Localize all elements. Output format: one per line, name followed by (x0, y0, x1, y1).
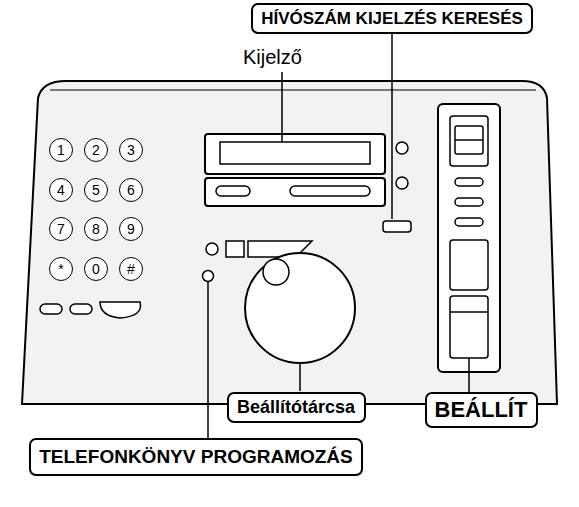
leader-line (207, 282, 209, 438)
leader-line (281, 72, 283, 142)
callout-label: HÍVÓSZÁM KIJELZÉS KERESÉS (261, 9, 523, 29)
keypad-key: 1 (49, 138, 73, 162)
body-top-edge (50, 89, 536, 90)
redial-key (100, 302, 141, 318)
callout-box: TELEFONKÖNYV PROGRAMOZÁS (29, 438, 363, 476)
key-label: 5 (92, 182, 100, 198)
callout-label: Beállítótárcsa (237, 397, 355, 418)
display-screen (220, 142, 370, 164)
key-label: 4 (57, 182, 65, 198)
keypad-key: 6 (119, 178, 143, 202)
panel-mid-button (450, 240, 488, 290)
machine-body (22, 81, 557, 404)
navigator-dial (245, 253, 355, 363)
leader-line (468, 358, 470, 392)
caller-id-search-button (383, 221, 411, 232)
key-label: # (127, 261, 135, 277)
key-label: 9 (127, 221, 135, 237)
leader-line (299, 363, 301, 391)
set-button-line (450, 311, 488, 313)
panel-top-inner (455, 126, 483, 154)
set-button (450, 296, 488, 358)
indicator-lamp (396, 142, 408, 154)
slot-small (216, 186, 250, 196)
callout-box: Beállítótárcsa (227, 392, 366, 423)
display-housing (205, 134, 385, 174)
small-key (40, 304, 62, 314)
keypad-key: 2 (84, 138, 108, 162)
key-label: * (58, 261, 63, 277)
callout-label: TELEFONKÖNYV PROGRAMOZÁS (39, 446, 353, 468)
dial-knob (263, 259, 289, 285)
key-label: 6 (127, 182, 135, 198)
keypad-key: 4 (49, 178, 73, 202)
key-label: 3 (127, 142, 135, 158)
handset-panel (438, 104, 500, 372)
panel-key (455, 198, 483, 206)
small-button (206, 243, 218, 255)
leader-line (391, 34, 393, 219)
keypad-key: * (49, 257, 73, 281)
panel-key (455, 218, 483, 226)
panel-key (455, 178, 483, 186)
panel-top-button (450, 116, 488, 166)
panel-top-divider (455, 139, 483, 141)
part-label: Kijelző (243, 46, 302, 69)
callout-box: HÍVÓSZÁM KIJELZÉS KERESÉS (251, 3, 533, 34)
key-label: 2 (92, 142, 100, 158)
square-button (226, 241, 244, 257)
key-label: 0 (92, 261, 100, 277)
keypad-key: # (119, 257, 143, 281)
keypad-key: 5 (84, 178, 108, 202)
keypad-key: 8 (84, 217, 108, 241)
phonebook-program-button (203, 271, 214, 282)
callout-label: BEÁLLÍT (435, 397, 528, 423)
slot-long (290, 186, 370, 196)
key-label: 8 (92, 221, 100, 237)
key-label: 7 (57, 221, 65, 237)
keypad-key: 7 (49, 217, 73, 241)
small-key (70, 304, 92, 314)
keypad-key: 3 (119, 138, 143, 162)
callout-box: BEÁLLÍT (425, 392, 538, 428)
document-slot-housing (205, 178, 385, 206)
indicator-lamp (396, 177, 408, 189)
key-label: 1 (57, 142, 65, 158)
keypad-key: 0 (84, 257, 108, 281)
keypad-key: 9 (119, 217, 143, 241)
